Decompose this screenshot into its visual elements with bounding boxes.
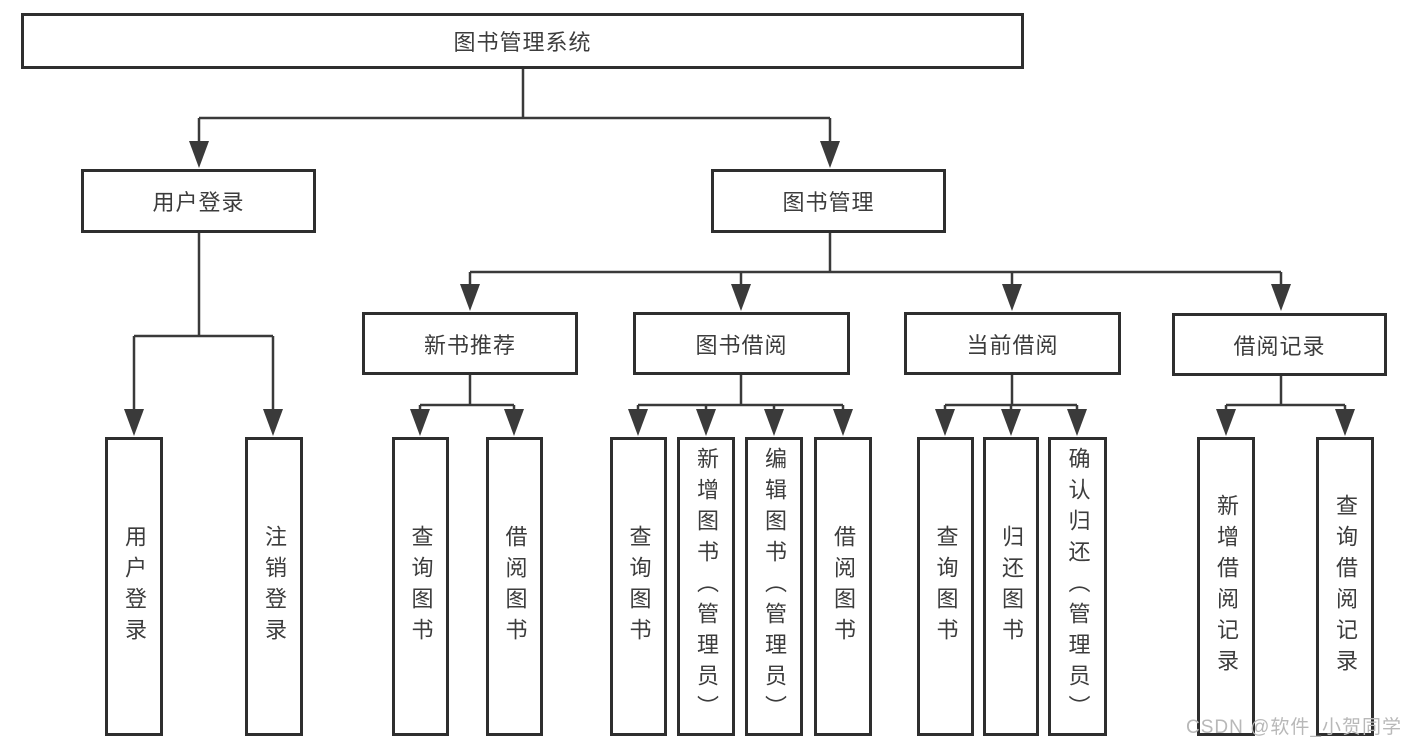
connector-userlogin-to-leaves bbox=[132, 233, 275, 418]
node-label: 编辑图书（管理员） bbox=[762, 447, 787, 726]
arrow-down-icon bbox=[628, 409, 648, 436]
node-book-management: 图书管理 bbox=[711, 169, 946, 233]
arrow-down-icon bbox=[1216, 409, 1236, 436]
leaf-newbook-search-book: 查询图书 bbox=[392, 437, 449, 736]
arrow-down-icon bbox=[1271, 284, 1291, 311]
arrow-down-icon bbox=[764, 409, 784, 436]
arrow-down-icon bbox=[1002, 284, 1022, 311]
leaf-borrow-borrow-book: 借阅图书 bbox=[814, 437, 872, 736]
leaf-current-confirm-return-admin: 确认归还（管理员） bbox=[1048, 437, 1107, 736]
arrow-down-icon bbox=[460, 284, 480, 311]
leaf-borrow-edit-book-admin: 编辑图书（管理员） bbox=[745, 437, 803, 736]
arrow-down-icon bbox=[263, 409, 283, 436]
arrow-down-icon bbox=[410, 409, 430, 436]
node-label: 注销登录 bbox=[262, 524, 287, 649]
leaf-borrow-search-book: 查询图书 bbox=[610, 437, 667, 736]
node-label: 用户登录 bbox=[122, 524, 147, 649]
leaf-current-search-book: 查询图书 bbox=[917, 437, 974, 736]
arrow-down-icon bbox=[1067, 409, 1087, 436]
arrow-down-icon bbox=[1001, 409, 1021, 436]
connector-borrowrecords-to-leaves bbox=[1224, 375, 1347, 418]
node-label: 归还图书 bbox=[999, 524, 1024, 649]
node-label: 借阅记录 bbox=[1233, 333, 1326, 359]
connector-newbookrec-to-leaves bbox=[418, 375, 516, 418]
arrow-down-icon bbox=[189, 141, 209, 168]
leaf-newbook-borrow-book: 借阅图书 bbox=[486, 437, 543, 736]
connector-bookmgmt-to-level3 bbox=[468, 233, 1283, 294]
node-book-borrow: 图书借阅 bbox=[633, 312, 850, 375]
node-user-login: 用户登录 bbox=[81, 169, 316, 233]
node-label: 用户登录 bbox=[152, 190, 245, 215]
node-label: 借阅图书 bbox=[502, 524, 528, 649]
node-borrow-records: 借阅记录 bbox=[1172, 313, 1387, 376]
node-new-book-recommend: 新书推荐 bbox=[362, 312, 578, 375]
csdn-watermark: CSDN @软件_小贺同学 bbox=[1186, 717, 1402, 738]
leaf-user-login: 用户登录 bbox=[105, 437, 163, 736]
node-label: 当前借阅 bbox=[966, 332, 1059, 358]
connector-root-to-level2 bbox=[197, 69, 832, 150]
leaf-borrow-add-book-admin: 新增图书（管理员） bbox=[677, 437, 735, 736]
leaf-current-return-book: 归还图书 bbox=[983, 437, 1039, 736]
node-label: 图书管理系统 bbox=[453, 30, 592, 55]
node-label: 查询借阅记录 bbox=[1333, 493, 1358, 680]
arrow-down-icon bbox=[820, 141, 840, 168]
arrow-down-icon bbox=[833, 409, 853, 436]
node-label: 新书推荐 bbox=[423, 332, 516, 358]
leaf-records-add-record: 新增借阅记录 bbox=[1197, 437, 1255, 736]
leaf-logout: 注销登录 bbox=[245, 437, 303, 736]
node-label: 新增图书（管理员） bbox=[694, 447, 719, 726]
node-label: 查询图书 bbox=[408, 524, 434, 649]
arrow-down-icon bbox=[1335, 409, 1355, 436]
node-label: 查询图书 bbox=[626, 524, 652, 649]
node-label: 新增借阅记录 bbox=[1214, 493, 1239, 680]
node-label: 图书管理 bbox=[782, 190, 875, 215]
node-label: 图书借阅 bbox=[695, 332, 788, 358]
leaf-records-search-record: 查询借阅记录 bbox=[1316, 437, 1374, 736]
arrow-down-icon bbox=[731, 284, 751, 311]
node-current-borrow: 当前借阅 bbox=[904, 312, 1121, 375]
node-label: 查询图书 bbox=[933, 524, 959, 649]
arrow-down-icon bbox=[696, 409, 716, 436]
node-root-library-system: 图书管理系统 bbox=[21, 13, 1024, 69]
arrow-down-icon bbox=[124, 409, 144, 436]
arrow-down-icon bbox=[504, 409, 524, 436]
connector-bookborrow-to-leaves bbox=[636, 375, 845, 418]
node-label: 借阅图书 bbox=[831, 524, 856, 649]
node-label: 确认归还（管理员） bbox=[1065, 447, 1091, 726]
arrow-down-icon bbox=[935, 409, 955, 436]
